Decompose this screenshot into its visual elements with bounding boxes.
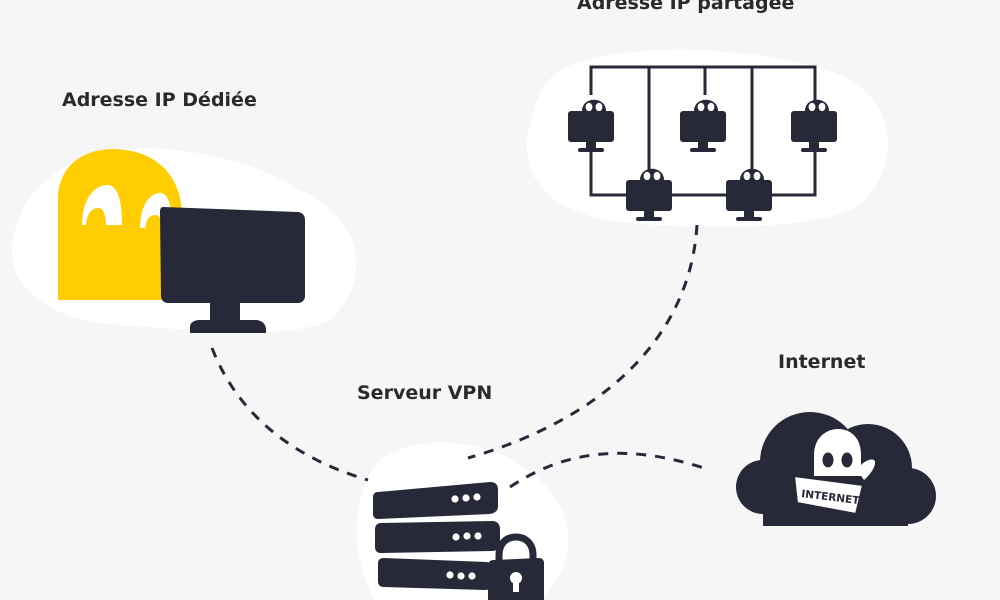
shared-computer-1 [568, 99, 614, 152]
shared-computer-2 [680, 99, 726, 152]
dedicated-ip-label: Adresse IP Dédiée [62, 89, 257, 111]
shared-computer-3 [791, 99, 837, 152]
shared-computer-5 [726, 168, 772, 221]
connection-dedicated-vpn [210, 347, 369, 482]
connection-shared-vpn [467, 224, 699, 460]
vpn-server-icon [373, 482, 500, 590]
vpn-server-label: Serveur VPN [357, 382, 493, 404]
dedicated-monitor-icon [160, 207, 305, 333]
shared-ip-label: Adresse IP partagée [577, 0, 795, 14]
lock-icon [488, 533, 544, 600]
internet-label: Internet [778, 351, 866, 373]
internet-sign-icon: INTERNET [792, 474, 865, 516]
shared-computer-4 [626, 168, 672, 221]
internet-ghost-icon [814, 429, 876, 480]
dedicated-ghost-icon [58, 149, 182, 300]
